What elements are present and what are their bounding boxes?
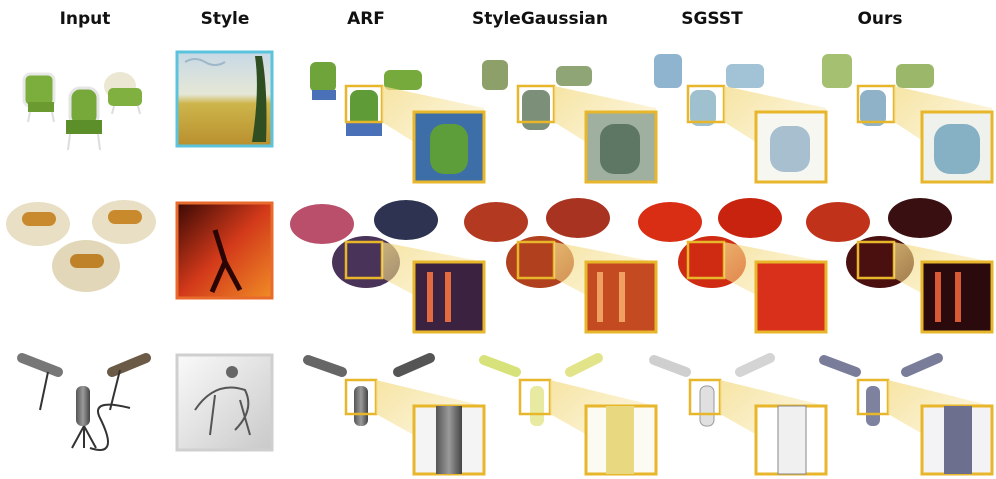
column-title-style: Style	[200, 9, 250, 29]
column-title-stylegaussian: StyleGaussian	[472, 9, 608, 29]
sgsst-chairs-image	[654, 54, 828, 186]
row-hotdogs	[6, 198, 994, 334]
row-chairs	[22, 50, 994, 186]
column-title-input: Input	[59, 9, 111, 29]
arf-hotdogs-image	[290, 200, 486, 334]
column-title-ours: Ours	[857, 9, 903, 29]
stylegaussian-microphones-image	[479, 353, 658, 476]
ours-chairs-image	[822, 54, 994, 186]
sgsst-hotdogs-image	[638, 198, 828, 334]
stylegaussian-hotdogs-image	[464, 198, 658, 334]
style-horse-rider-sketch	[175, 353, 274, 452]
input-microphones-image	[17, 353, 151, 451]
ours-microphones-image	[819, 353, 994, 476]
ours-hotdogs-image	[806, 198, 994, 334]
style-fire-demon-painting	[175, 201, 274, 300]
input-chairs-image	[22, 72, 142, 151]
column-title-arf: ARF	[347, 9, 385, 29]
row-microphones	[17, 353, 994, 476]
style-wheat-field-painting	[175, 50, 274, 148]
stylegaussian-chairs-image	[482, 60, 658, 186]
column-header-row: Input Style ARF StyleGaussian SGSST Ours	[0, 0, 996, 40]
column-title-sgsst: SGSST	[681, 9, 743, 29]
arf-chairs-image	[310, 62, 486, 186]
arf-microphones-image	[303, 353, 486, 476]
input-hotdogs-image	[6, 200, 156, 292]
sgsst-microphones-image	[649, 353, 828, 476]
